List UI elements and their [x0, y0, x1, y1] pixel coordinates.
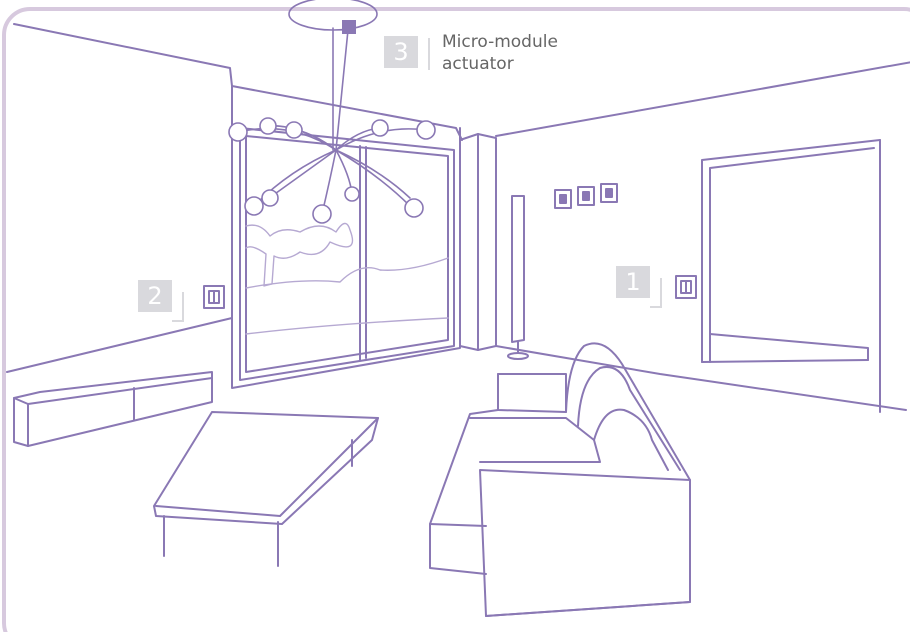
callout-1-tick	[650, 278, 662, 308]
coffee-table-icon	[154, 412, 378, 566]
sofa-icon	[430, 343, 690, 616]
sliding-glass-door	[240, 128, 454, 380]
callout-3-badge: 3	[384, 36, 418, 68]
picture-frames-icon	[555, 184, 617, 208]
callout-2-badge: 2	[138, 280, 172, 312]
callout-1-badge: 1	[616, 266, 650, 298]
chandelier-icon	[229, 0, 435, 223]
wall-switch-icon	[204, 286, 224, 308]
ceiling-actuator-icon	[342, 20, 356, 34]
right-ceiling-line	[496, 62, 910, 136]
outer-frame	[4, 9, 910, 632]
callout-2-tick	[172, 292, 184, 322]
callout-3-label-line1: Micro-module	[442, 32, 558, 52]
callout-3-tick	[418, 38, 430, 70]
tv-cabinet-icon	[14, 372, 212, 446]
right-doorway	[702, 140, 880, 412]
left-wall-edge	[7, 318, 232, 372]
callout-3-label-line2: actuator	[442, 54, 514, 74]
floor-lamp-icon	[508, 196, 528, 359]
wall-switch-icon	[676, 276, 696, 298]
wall-column	[460, 134, 496, 350]
